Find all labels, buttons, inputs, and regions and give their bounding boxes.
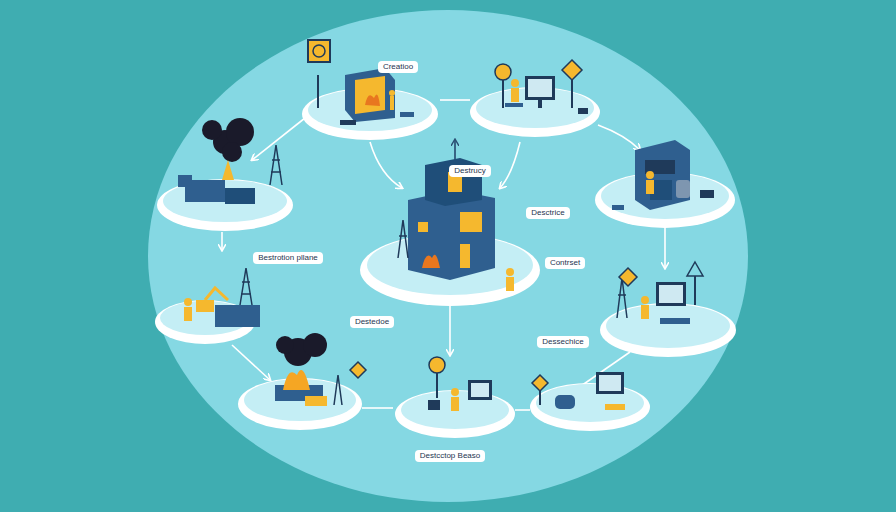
computer-scene (532, 372, 625, 410)
stage-label: Bestrotion pllane (253, 252, 323, 264)
factory-scene (178, 118, 282, 204)
stage-label: Contrset (545, 257, 585, 269)
stage-label: Creatioo (378, 61, 418, 73)
central-building (398, 158, 514, 291)
fire-scene (275, 333, 366, 406)
stage-label: Destedoe (350, 316, 394, 328)
stage-label: Destcctop Beaso (415, 450, 485, 462)
workstation-scene (617, 262, 703, 324)
background-circle (148, 10, 748, 502)
stage-label: Destrucy (449, 165, 491, 177)
machine-scene (612, 140, 714, 210)
platforms (155, 87, 736, 438)
excavator-scene (184, 268, 260, 327)
stage-label: Dessechice (537, 336, 588, 348)
flow-arrows (222, 100, 665, 410)
stage-label: Desctrice (526, 207, 569, 219)
office-scene (495, 60, 588, 114)
desktop-scene (428, 357, 492, 411)
creation-scene (308, 40, 414, 125)
